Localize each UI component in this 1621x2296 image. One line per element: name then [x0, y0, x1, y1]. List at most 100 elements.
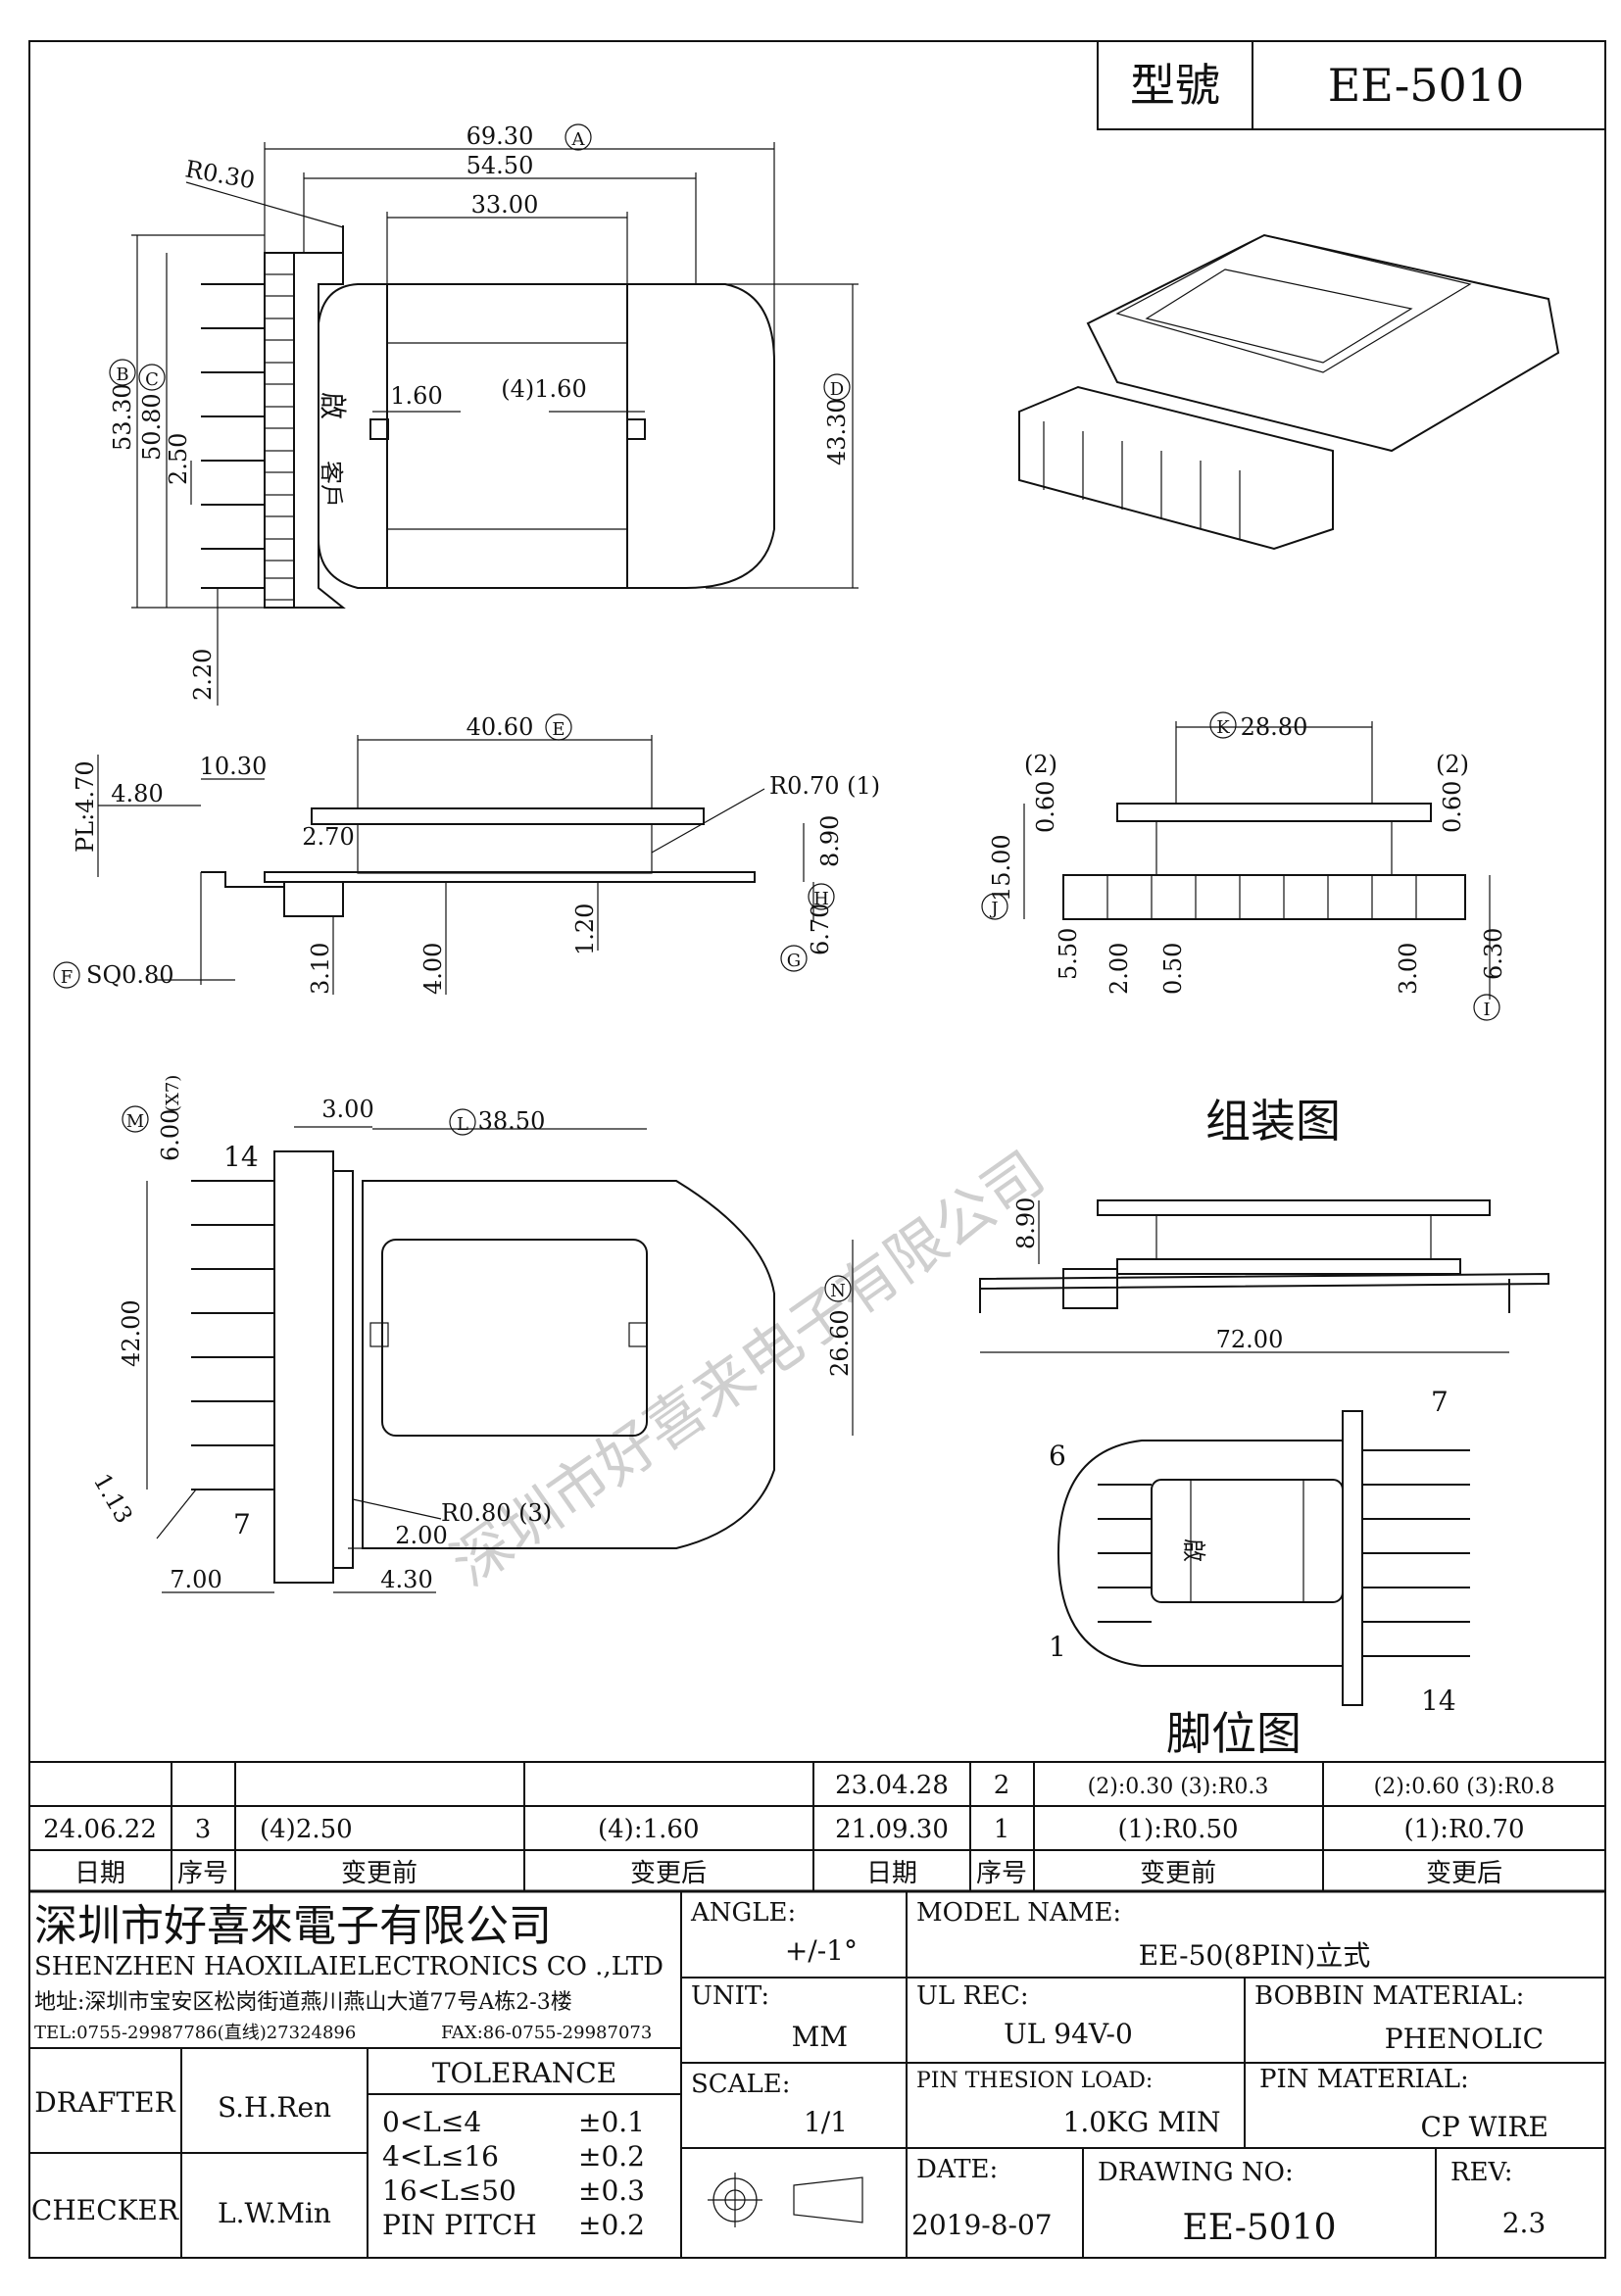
rev-r2-after-l: (4):1.60 [598, 1815, 699, 1844]
rev-r2-date-l: 24.06.22 [43, 1815, 157, 1844]
tol-value-2: ±0.2 [578, 2140, 645, 2173]
dim-radius-3: R0.80 (3) [441, 1499, 552, 1527]
projection-symbol [708, 2173, 863, 2227]
dim-bv-2-00: 2.00 [395, 1522, 447, 1549]
rev-r1-date: 23.04.28 [835, 1771, 949, 1800]
checker-name: L.W.Min [218, 2197, 331, 2229]
front-view: K 28.80 (2) (2) 0.60 0.60 15.00 J 5.50 2… [981, 711, 1507, 1021]
mark-c: C [145, 369, 159, 390]
dim-height-total: 53.30 [109, 383, 136, 451]
company-cn: 深圳市好喜來電子有限公司 [34, 1901, 552, 1951]
dim-1-13: 1.13 [88, 1469, 138, 1528]
rev-h-after-l: 变更后 [630, 1859, 707, 1888]
rev-r2-before-r: (1):R0.50 [1117, 1815, 1238, 1844]
dim-width-window: 33.00 [471, 191, 539, 219]
dim-front-width: 28.80 [1241, 713, 1308, 741]
pin-layout-title: 脚位图 [1166, 1707, 1302, 1760]
dim-4-80: 4.80 [111, 780, 163, 807]
rev-h-date-r: 日期 [866, 1859, 917, 1888]
mark-k: K [1216, 717, 1230, 738]
dim-1-20: 1.20 [571, 904, 599, 955]
tolerance-title: TOLERANCE [432, 2057, 616, 2089]
pl-pin-6: 6 [1049, 1440, 1066, 1472]
company-fax: FAX:86-0755-29987073 [441, 2023, 652, 2043]
dim-3-10: 3.10 [307, 943, 334, 995]
dim-6-70: 6.70 [807, 904, 834, 955]
assembly-dim-72-00: 72.00 [1216, 1326, 1284, 1353]
dim-8-90: 8.90 [816, 815, 844, 867]
dim-38-50: 38.50 [478, 1107, 546, 1135]
dim-0-60-left: 0.60 [1032, 781, 1059, 833]
bobbin-value: PHENOLIC [1385, 2023, 1544, 2055]
bv-pin-7: 7 [233, 1508, 251, 1540]
revision-table: 23.04.28 2 (2):0.30 (3):R0.3 (2):0.60 (3… [29, 1761, 1605, 1893]
date-value: 2019-8-07 [911, 2209, 1053, 2241]
rev-h-before-l: 变更前 [341, 1859, 418, 1888]
pin-material-label: PIN MATERIAL: [1259, 2065, 1469, 2094]
tol-value-3: ±0.3 [578, 2174, 645, 2207]
rev-h-after-r: 变更后 [1426, 1859, 1502, 1888]
dim-15-00: 15.00 [988, 834, 1015, 902]
dim-width-mid: 54.50 [467, 152, 534, 179]
pin-layout-mark: 啟 [1180, 1539, 1207, 1562]
top-mark-qi: 啟 [317, 392, 349, 419]
mark-j: J [989, 899, 998, 919]
dim-slot-right: (4)1.60 [501, 375, 586, 403]
dim-bv-3-00: 3.00 [321, 1096, 373, 1123]
model-label: 型號 [1130, 59, 1220, 112]
rev-h-seq-l: 序号 [177, 1859, 228, 1888]
tol-value-1: ±0.1 [578, 2106, 645, 2138]
dim-pl: PL:4.70 [72, 760, 99, 853]
scale-label: SCALE: [691, 2070, 791, 2099]
drawing-no-label: DRAWING NO: [1098, 2158, 1294, 2187]
drawing-frame [28, 40, 1606, 2259]
company-en: SHENZHEN HAOXILAIELECTRONICS CO .,LTD [34, 1952, 663, 1981]
mark-h: H [813, 889, 829, 909]
unit-value: MM [792, 2021, 848, 2053]
company-tel: TEL:0755-29987786(直线)27324896 [34, 2023, 356, 2043]
model-value: EE-5010 [1328, 59, 1525, 112]
dim-26-60: 26.60 [826, 1309, 854, 1377]
mark-d: D [830, 379, 844, 400]
mark-e: E [552, 719, 565, 740]
dim-3-00: 3.00 [1395, 943, 1422, 995]
dim-7-00: 7.00 [170, 1566, 221, 1593]
rev-value: 2.3 [1502, 2207, 1547, 2239]
rev-h-date-l: 日期 [74, 1859, 125, 1888]
dim-pin-count: (X7) [163, 1075, 183, 1112]
mark-g: G [787, 951, 801, 971]
model-name-label: MODEL NAME: [916, 1898, 1121, 1928]
dim-pin-len: 6.00 [157, 1109, 184, 1161]
pin-layout-view: 啟 6 1 7 14 脚位图 [1049, 1386, 1470, 1760]
angle-value: +/-1° [785, 1934, 858, 1967]
mark-b: B [116, 365, 128, 385]
rev-r2-after-r: (1):R0.70 [1403, 1815, 1524, 1844]
dim-slot-left: 1.60 [390, 382, 442, 410]
title-block: 深圳市好喜來電子有限公司 SHENZHEN HAOXILAIELECTRONIC… [29, 1891, 1605, 2258]
dim-length: 40.60 [467, 713, 534, 741]
dim-2-00: 2.00 [1105, 943, 1133, 995]
dim-10-30: 10.30 [200, 753, 268, 780]
mark-n: N [830, 1281, 846, 1301]
tol-value-4: ±0.2 [578, 2209, 645, 2241]
dim-radius-1: R0.70 (1) [769, 772, 880, 800]
model-name: EE-50(8PIN)立式 [1139, 1939, 1371, 1972]
unit-label: UNIT: [691, 1981, 769, 2011]
drafter-label: DRAFTER [34, 2086, 175, 2119]
dim-2-70: 2.70 [302, 823, 354, 851]
drawing-no-value: EE-5010 [1182, 2208, 1336, 2248]
dim-4-00: 4.00 [419, 943, 447, 995]
pl-pin-14: 14 [1421, 1685, 1456, 1717]
mark-l: L [457, 1114, 468, 1135]
angle-label: ANGLE: [690, 1898, 796, 1928]
rev-r2-before-l: (4)2.50 [260, 1815, 353, 1844]
dim-pitch: 2.50 [165, 433, 192, 485]
dim-bottom-offset: 2.20 [189, 649, 217, 701]
top-view: 啟 客戶 69.30 A 54.50 33.00 R0.30 53.30 B 5… [109, 122, 859, 706]
mark-a: A [571, 129, 586, 150]
dim-6-30: 6.30 [1480, 928, 1507, 980]
assembly-view: 组装图 8.90 72.00 [979, 1095, 1549, 1353]
drafter-name: S.H.Ren [218, 2091, 331, 2124]
top-mark-client: 客戶 [318, 461, 345, 508]
